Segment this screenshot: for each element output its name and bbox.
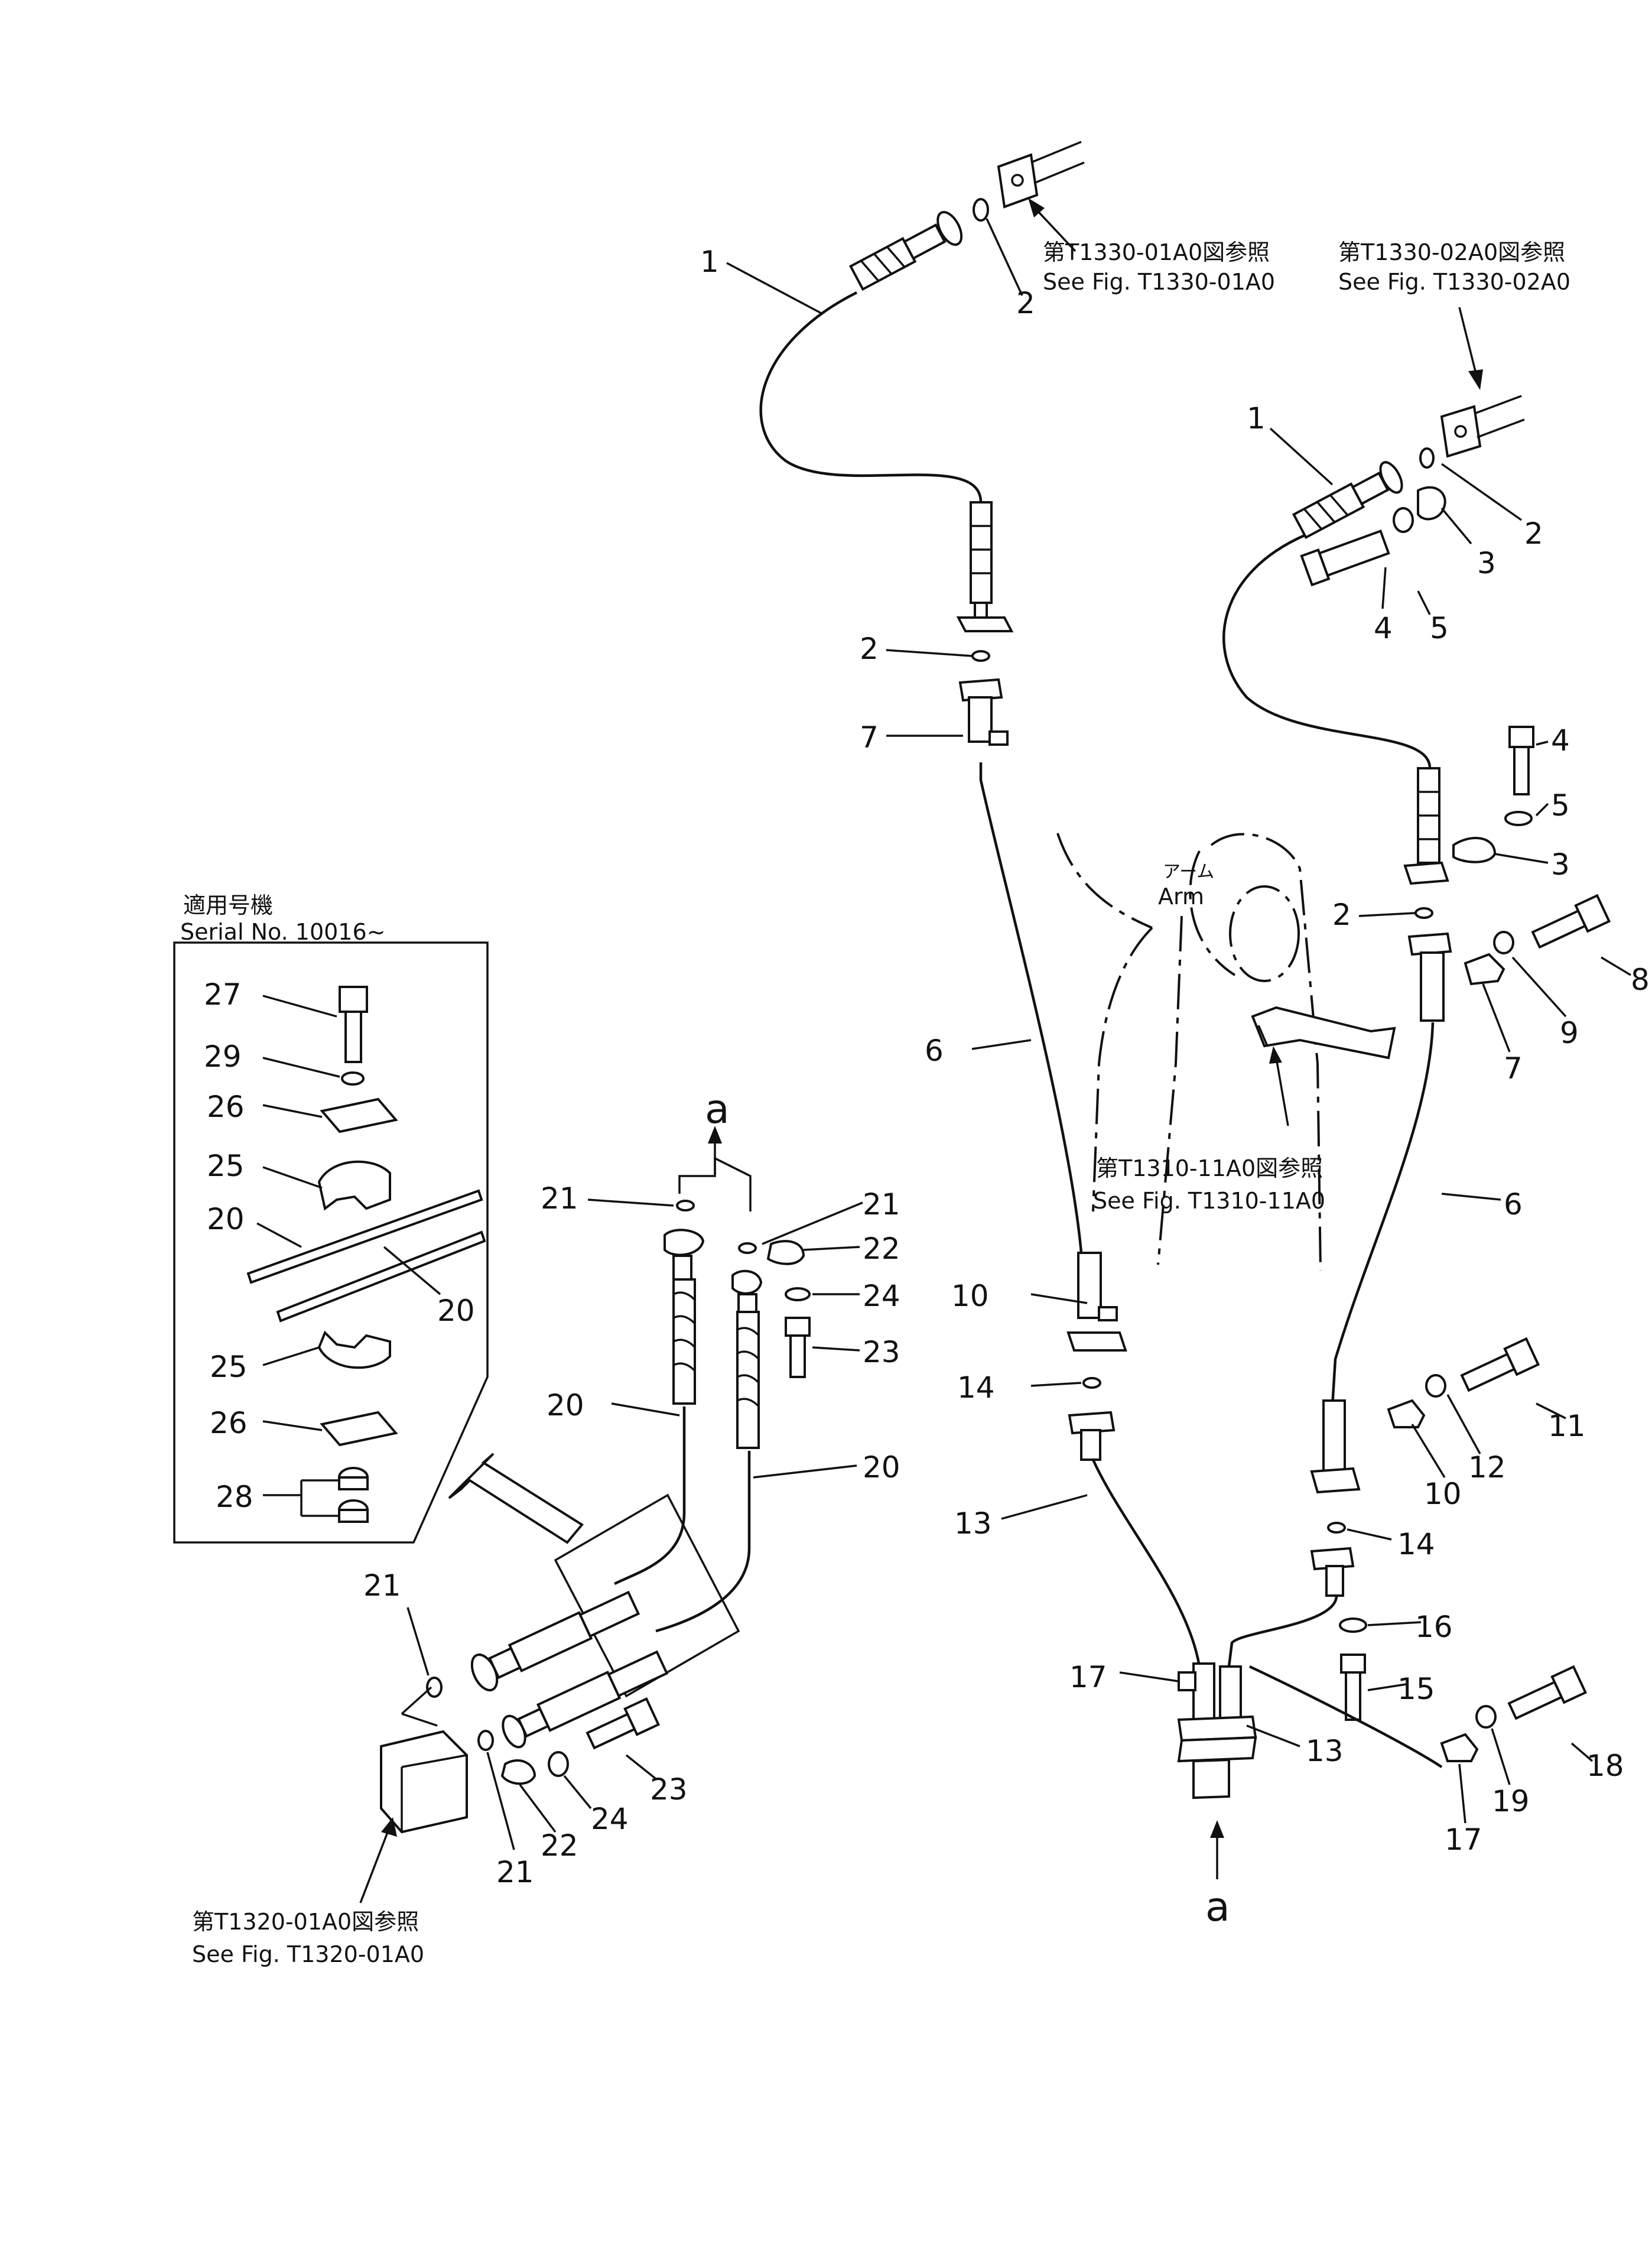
- part-number: 14: [957, 1370, 995, 1405]
- flange-top-left: [997, 141, 1085, 209]
- part-number: 20: [207, 1202, 245, 1236]
- part-number: 22: [863, 1232, 900, 1266]
- part-number: 20: [547, 1388, 584, 1422]
- part-number: 10: [1424, 1477, 1462, 1511]
- ref-top-right-en: See Fig. T1330-02A0: [1338, 269, 1570, 295]
- part-number: 27: [204, 977, 242, 1012]
- part-number: 20: [437, 1294, 475, 1328]
- pipe-junction-bottom-right: [1066, 1252, 1588, 1879]
- o-ring: [971, 650, 990, 662]
- part-number: 8: [1631, 963, 1650, 997]
- arm-phantom: [1056, 833, 1396, 1271]
- serial-inset: [173, 941, 584, 1544]
- part-number: 24: [863, 1279, 900, 1313]
- part-number: 21: [363, 1568, 401, 1603]
- part-number: 23: [863, 1335, 900, 1369]
- part-number: 13: [954, 1506, 992, 1541]
- part-number: 21: [863, 1187, 900, 1222]
- hose-assembly-left: [359, 1126, 811, 1904]
- part-number: 20: [863, 1450, 900, 1485]
- hose-assembly-top-left: [759, 141, 1085, 746]
- ref-bottom-en: See Fig. T1320-01A0: [192, 1941, 424, 1967]
- part-number: 7: [860, 720, 879, 755]
- part-number: 5: [1551, 788, 1570, 823]
- part-number: 16: [1415, 1610, 1453, 1644]
- part-number: 25: [210, 1350, 248, 1384]
- serial-label-jp: 適用号機: [183, 892, 273, 918]
- part-number: 24: [591, 1802, 629, 1836]
- part-number: 1: [700, 245, 719, 279]
- part-number: 15: [1397, 1672, 1435, 1706]
- arm-label-en: Arm: [1158, 883, 1204, 910]
- ref-top-left-en: See Fig. T1330-01A0: [1043, 269, 1275, 295]
- part-number: 28: [216, 1480, 253, 1514]
- part-number: 29: [204, 1040, 242, 1074]
- connection-mark-bottom: a: [1205, 1884, 1230, 1931]
- arm-label-jp: アーム: [1163, 862, 1214, 882]
- part-number: 12: [1468, 1450, 1506, 1485]
- ref-top-left-jp: 第T1330-01A0図参照: [1043, 239, 1270, 265]
- part-number: 26: [207, 1090, 245, 1124]
- ref-center-en: See Fig. T1310-11A0: [1093, 1188, 1325, 1214]
- part-number: 23: [650, 1772, 688, 1807]
- part-number: 5: [1430, 611, 1449, 645]
- part-number: 10: [951, 1279, 989, 1313]
- part-number: 3: [1551, 847, 1570, 882]
- part-number: 7: [1504, 1051, 1523, 1086]
- part-number: 18: [1586, 1749, 1624, 1783]
- part-number: 19: [1492, 1784, 1530, 1818]
- part-number: 2: [860, 632, 879, 666]
- part-number: 17: [1069, 1660, 1107, 1694]
- part-number: 21: [496, 1855, 534, 1889]
- connection-mark-top: a: [705, 1086, 730, 1133]
- part-number: 1: [1247, 401, 1266, 436]
- part-number: 2: [1524, 517, 1543, 551]
- part-number: 13: [1306, 1734, 1344, 1768]
- part-numbers: 1 2 1 2 3 5 4 2 7 4 5 3 2 8 9 7 6 6 10 1…: [204, 245, 1650, 1889]
- ref-bottom-jp: 第T1320-01A0図参照: [192, 1909, 419, 1935]
- ref-center-jp: 第T1310-11A0図参照: [1096, 1155, 1323, 1181]
- hose-assembly-top-right: [1222, 395, 1611, 1022]
- reference-labels: 第T1330-01A0図参照 See Fig. T1330-01A0 第T133…: [180, 239, 1570, 1967]
- pipe-left: [979, 762, 1083, 1253]
- part-number: 6: [1504, 1187, 1523, 1222]
- part-number: 2: [1332, 898, 1351, 932]
- part-number: 11: [1548, 1409, 1586, 1443]
- o-ring: [973, 198, 989, 222]
- part-number: 3: [1477, 546, 1496, 580]
- part-number: 4: [1551, 723, 1570, 758]
- part-number: 25: [207, 1149, 245, 1183]
- part-number: 21: [541, 1181, 578, 1216]
- part-number: 17: [1445, 1823, 1482, 1857]
- part-number: 14: [1397, 1527, 1435, 1561]
- part-number: 9: [1560, 1016, 1579, 1050]
- part-number: 22: [541, 1828, 578, 1863]
- pipe-right: [1331, 1022, 1435, 1407]
- part-number: 2: [1016, 286, 1035, 320]
- leader-lines: [256, 198, 1631, 1850]
- part-number: 6: [925, 1034, 944, 1068]
- part-number: 26: [210, 1406, 248, 1440]
- part-number: 4: [1374, 611, 1393, 645]
- serial-label-en: Serial No. 10016~: [180, 919, 386, 945]
- ref-top-right-jp: 第T1330-02A0図参照: [1338, 239, 1565, 265]
